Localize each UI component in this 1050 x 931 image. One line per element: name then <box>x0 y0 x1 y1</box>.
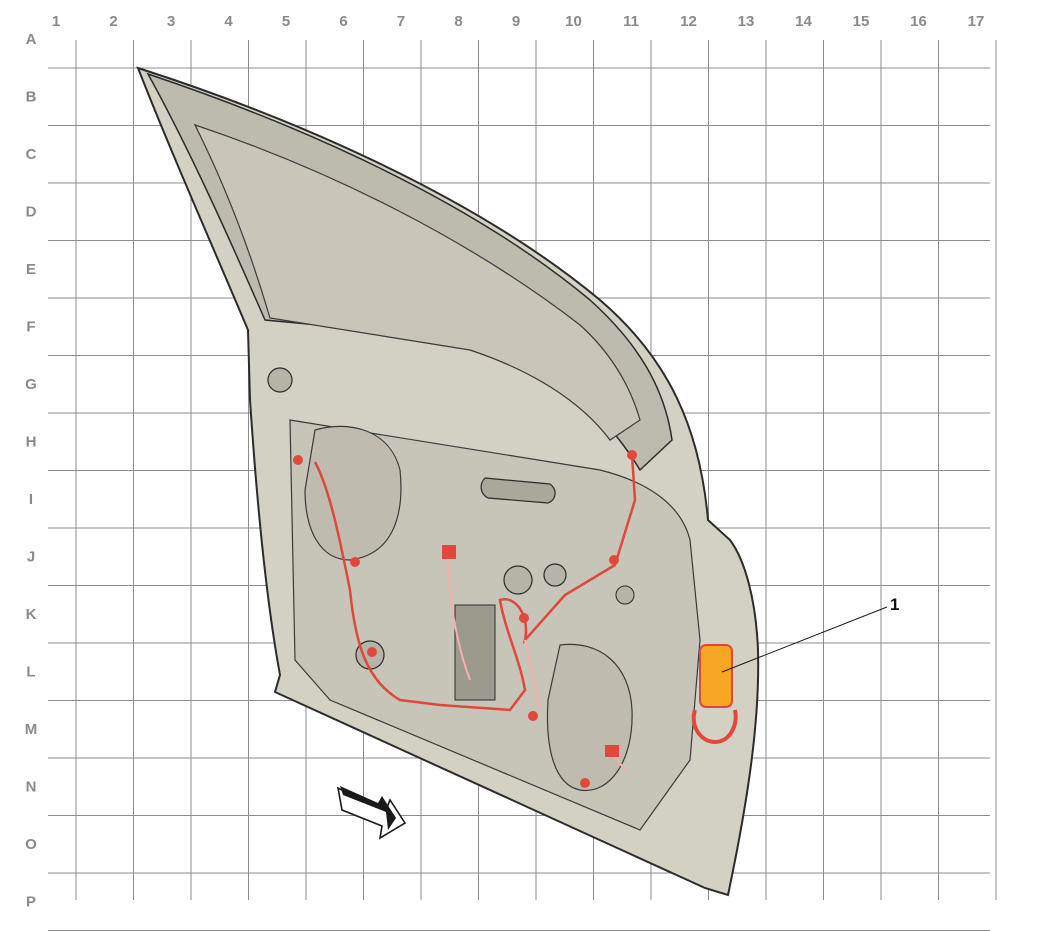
column-label: 14 <box>795 13 812 30</box>
grommet <box>350 557 360 567</box>
grommet <box>293 455 303 465</box>
row-label: C <box>26 146 37 163</box>
speaker-mount <box>503 565 533 595</box>
front-door-illustration <box>136 66 760 897</box>
row-label: G <box>25 376 37 393</box>
row-labels: A B C D E F G H I J K L M N O P <box>25 31 38 911</box>
column-label: 1 <box>52 13 60 30</box>
row-label: H <box>26 434 37 451</box>
column-label: 11 <box>623 13 639 30</box>
row-label: J <box>27 549 35 566</box>
row-label: N <box>26 779 37 796</box>
mount-hole <box>267 367 293 393</box>
column-label: 9 <box>512 13 520 30</box>
column-label: 3 <box>167 13 175 30</box>
grommet <box>580 778 590 788</box>
row-label: O <box>25 836 37 853</box>
row-label: K <box>26 606 37 623</box>
row-label: B <box>26 89 37 106</box>
door-handle <box>480 477 556 504</box>
row-label: M <box>25 721 38 738</box>
column-label: 4 <box>224 13 233 30</box>
grommet <box>627 450 637 460</box>
orange-component <box>691 644 738 745</box>
column-label: 16 <box>910 13 927 30</box>
row-label: A <box>26 31 37 48</box>
row-label: P <box>26 894 36 911</box>
mount-hole <box>615 585 635 605</box>
connector <box>442 545 456 559</box>
row-label: D <box>26 204 37 221</box>
grommet <box>367 647 377 657</box>
grommet <box>528 711 538 721</box>
column-label: 2 <box>109 13 117 30</box>
column-label: 10 <box>565 13 582 30</box>
grommet <box>609 555 619 565</box>
callout-leader <box>721 606 888 673</box>
column-label: 12 <box>680 13 697 30</box>
column-label: 13 <box>738 13 755 30</box>
column-label: 8 <box>454 13 462 30</box>
row-label: I <box>29 491 33 508</box>
column-label: 15 <box>853 13 870 30</box>
row-label: F <box>26 319 35 336</box>
callout-number: 1 <box>890 595 899 614</box>
grommet <box>519 613 529 623</box>
panel-cutout-upper <box>304 425 402 561</box>
speaker-mount <box>543 563 567 587</box>
wiring-harness <box>313 454 637 712</box>
connector <box>605 745 619 757</box>
column-label: 6 <box>339 13 347 30</box>
column-label: 7 <box>397 13 405 30</box>
row-label: L <box>26 664 35 681</box>
window-glass <box>193 123 641 441</box>
forward-direction-arrow-icon <box>336 786 407 840</box>
column-label: 17 <box>968 13 985 30</box>
row-label: E <box>26 261 36 278</box>
column-label: 5 <box>282 13 290 30</box>
